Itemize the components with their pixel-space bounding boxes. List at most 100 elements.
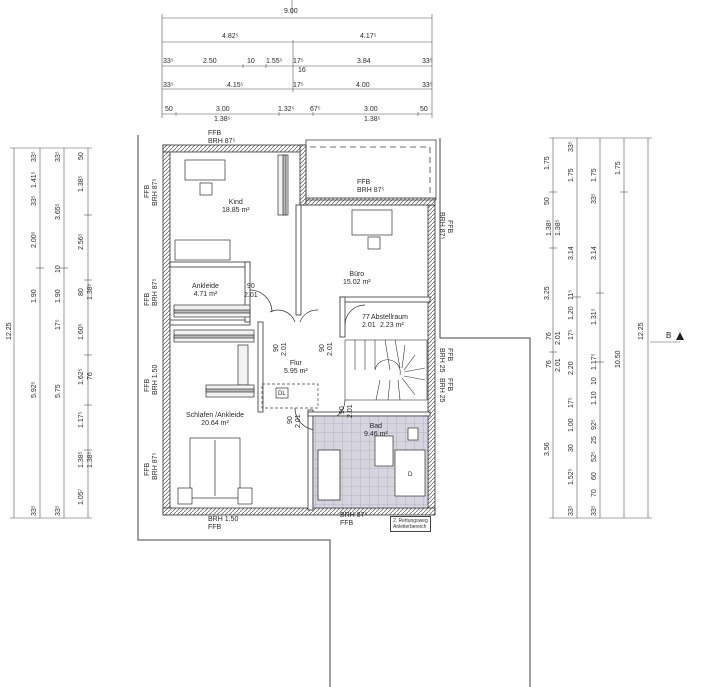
dim-right-c1-6: 2.01: [555, 331, 562, 345]
dl-label: DL: [278, 391, 286, 397]
dim-left-c2-3: 1.90: [55, 289, 62, 303]
dim-top-r4-4: 67⁵: [310, 106, 321, 113]
dim-top-r4-2: 1.38⁵: [214, 116, 231, 123]
dim-top-r4-0: 50: [165, 106, 173, 113]
dim-right-c3-8: 25: [591, 436, 598, 444]
abstellraum-area: 2.23 m²: [380, 322, 404, 329]
abstellraum-door-height: 2.01: [362, 322, 376, 329]
attic-hatch: [261, 383, 319, 409]
window-stair2-right-ffb: FFB: [446, 378, 453, 392]
door-bad-width: 90: [287, 416, 294, 424]
dim-left-c2-2: 10: [55, 265, 62, 273]
dim-right-c2-0: 33⁵: [568, 141, 575, 152]
dim-right-c3-11: 70: [591, 489, 598, 497]
room-name: Flur: [289, 360, 302, 367]
dim-left-c3-6: 1.62⁵: [78, 368, 85, 385]
room-name: Kind: [228, 199, 243, 206]
door-flur-left-height: 2.01: [281, 342, 288, 356]
dim-left-overall: 12.25: [6, 322, 13, 340]
room-area: 20.64 m²: [201, 420, 229, 427]
dim-right-c2-10: 1.52⁵: [568, 468, 575, 485]
window-ankleide-left-ffb: FFB: [144, 292, 151, 306]
dim-left-c3-7: 76: [87, 372, 94, 380]
window-sz2-left-ffb: FFB: [144, 462, 151, 476]
escape-route-note: 2. Rettungsweg Anleiterbereich: [390, 516, 431, 532]
dl-box: [275, 387, 289, 399]
window-sz-bottom-brh: BRH 1.50: [208, 516, 239, 523]
dim-left-c1-6: 33⁵: [31, 505, 38, 516]
window-kind-left-ffb: FFB: [144, 184, 151, 198]
interior-walls: [169, 204, 431, 511]
room-ankleide: Ankleide 4.71 m²: [192, 283, 219, 299]
dim-right-c3-6: 1.10: [591, 391, 598, 405]
dim-top-r4-7: 50: [420, 106, 428, 113]
dim-top-r3-4: 33⁵: [422, 82, 433, 89]
dim-top-r2-3: 1.55⁵: [266, 58, 283, 65]
dim-right-c3-1: 33⁵: [591, 193, 598, 204]
abstellraum-door-width: 77: [362, 314, 370, 321]
window-ankleide-left-brh: BRH 87⁵: [152, 278, 159, 306]
dim-left-c3-4: 1.38⁵: [87, 283, 94, 300]
dim-left-c1-0: 33⁵: [31, 151, 38, 162]
dim-left-c3-1: 1.38⁵: [78, 175, 85, 192]
dim-right-c1-7: 76: [546, 360, 553, 368]
room-buero: Büro 15.02 m²: [343, 271, 371, 287]
ankleide-door-height: 2.01: [244, 292, 258, 299]
dim-top-r4-3: 1.32⁵: [278, 106, 295, 113]
dim-left-c2-0: 33⁵: [55, 151, 62, 162]
dim-right-c3-2: 3.14: [591, 246, 598, 260]
room-area: 5.95 m²: [284, 368, 308, 375]
section-marker-label: B: [666, 331, 672, 340]
escape-route-line-1: 2. Rettungsweg: [393, 518, 428, 524]
window-balcony-brh: BRH 87⁵: [357, 187, 385, 194]
dim-left-c3-10: 1.38⁵: [87, 451, 94, 468]
window-stair2-right-brh: BRH 25: [438, 378, 445, 403]
dim-right-c3-3: 1.31⁵: [591, 308, 598, 325]
dim-right-c2-2: 3.14: [568, 246, 575, 260]
dim-right-c1-1: 50: [544, 197, 551, 205]
top-dimension-chain: [161, 0, 433, 118]
ankleide-door-width: 90: [247, 283, 255, 290]
dim-right-c3-5: 10: [591, 377, 598, 385]
window-kind-top-brh: BRH 87⁵: [208, 138, 236, 145]
window-sz-left-brh: BRH 1.50: [152, 364, 159, 395]
dim-left-c1-1: 1.41⁵: [31, 171, 38, 188]
dim-right-c3-0: 1.75: [591, 168, 598, 182]
dim-right-c1-9: 3.56: [544, 442, 551, 456]
dim-top-r2-5: 16: [298, 67, 306, 74]
dim-right-c2-9: 30: [568, 444, 575, 452]
dim-top-r2-2: 10: [247, 58, 255, 65]
exterior-walls: [162, 144, 436, 516]
window-bad-bottom-brh: BRH 87⁵: [340, 512, 368, 519]
door-flur-left-width: 90: [273, 344, 280, 352]
dim-right-c2-1: 1.75: [568, 168, 575, 182]
room-name: Schlafen /Ankleide: [186, 412, 244, 419]
dim-right-c4-0: 1.75: [615, 161, 622, 175]
dim-top-overall: 9.00: [284, 8, 298, 15]
dim-right-c3-9: 52⁵: [591, 451, 598, 462]
balcony: [305, 139, 437, 201]
left-dimension-chain: [10, 147, 92, 519]
dim-right-c4-1: 10.50: [615, 350, 622, 368]
door-flur-right-height: 2.01: [327, 342, 334, 356]
dim-right-c2-3: 11⁵: [568, 289, 575, 300]
dim-left-c2-4: 17⁵: [55, 319, 62, 330]
room-flur: Flur 5.95 m²: [284, 360, 308, 376]
dim-right-c2-7: 17⁵: [568, 397, 575, 408]
dim-top-r3-2: 17⁵: [293, 82, 304, 89]
dim-right-c1-0: 1.75: [544, 156, 551, 170]
section-arrow-icon: [676, 332, 684, 340]
dim-top-r2-0: 33⁵: [163, 58, 174, 65]
room-kind: Kind 18.85 m²: [222, 199, 250, 215]
wardrobes: [173, 154, 289, 398]
room-name: Bad: [369, 423, 383, 430]
dim-right-c1-8: 2.01: [555, 358, 562, 372]
room-bad: Bad 9.46 m²: [364, 423, 388, 439]
room-schlafen: Schlafen /Ankleide 20.64 m²: [186, 412, 244, 428]
room-area: 9.46 m²: [364, 431, 388, 438]
room-area: 18.85 m²: [222, 207, 250, 214]
dim-top-r3-1: 4.15⁵: [227, 82, 244, 89]
room-name: Ankleide: [192, 283, 219, 290]
dim-right-c2-4: 1.20: [568, 306, 575, 320]
